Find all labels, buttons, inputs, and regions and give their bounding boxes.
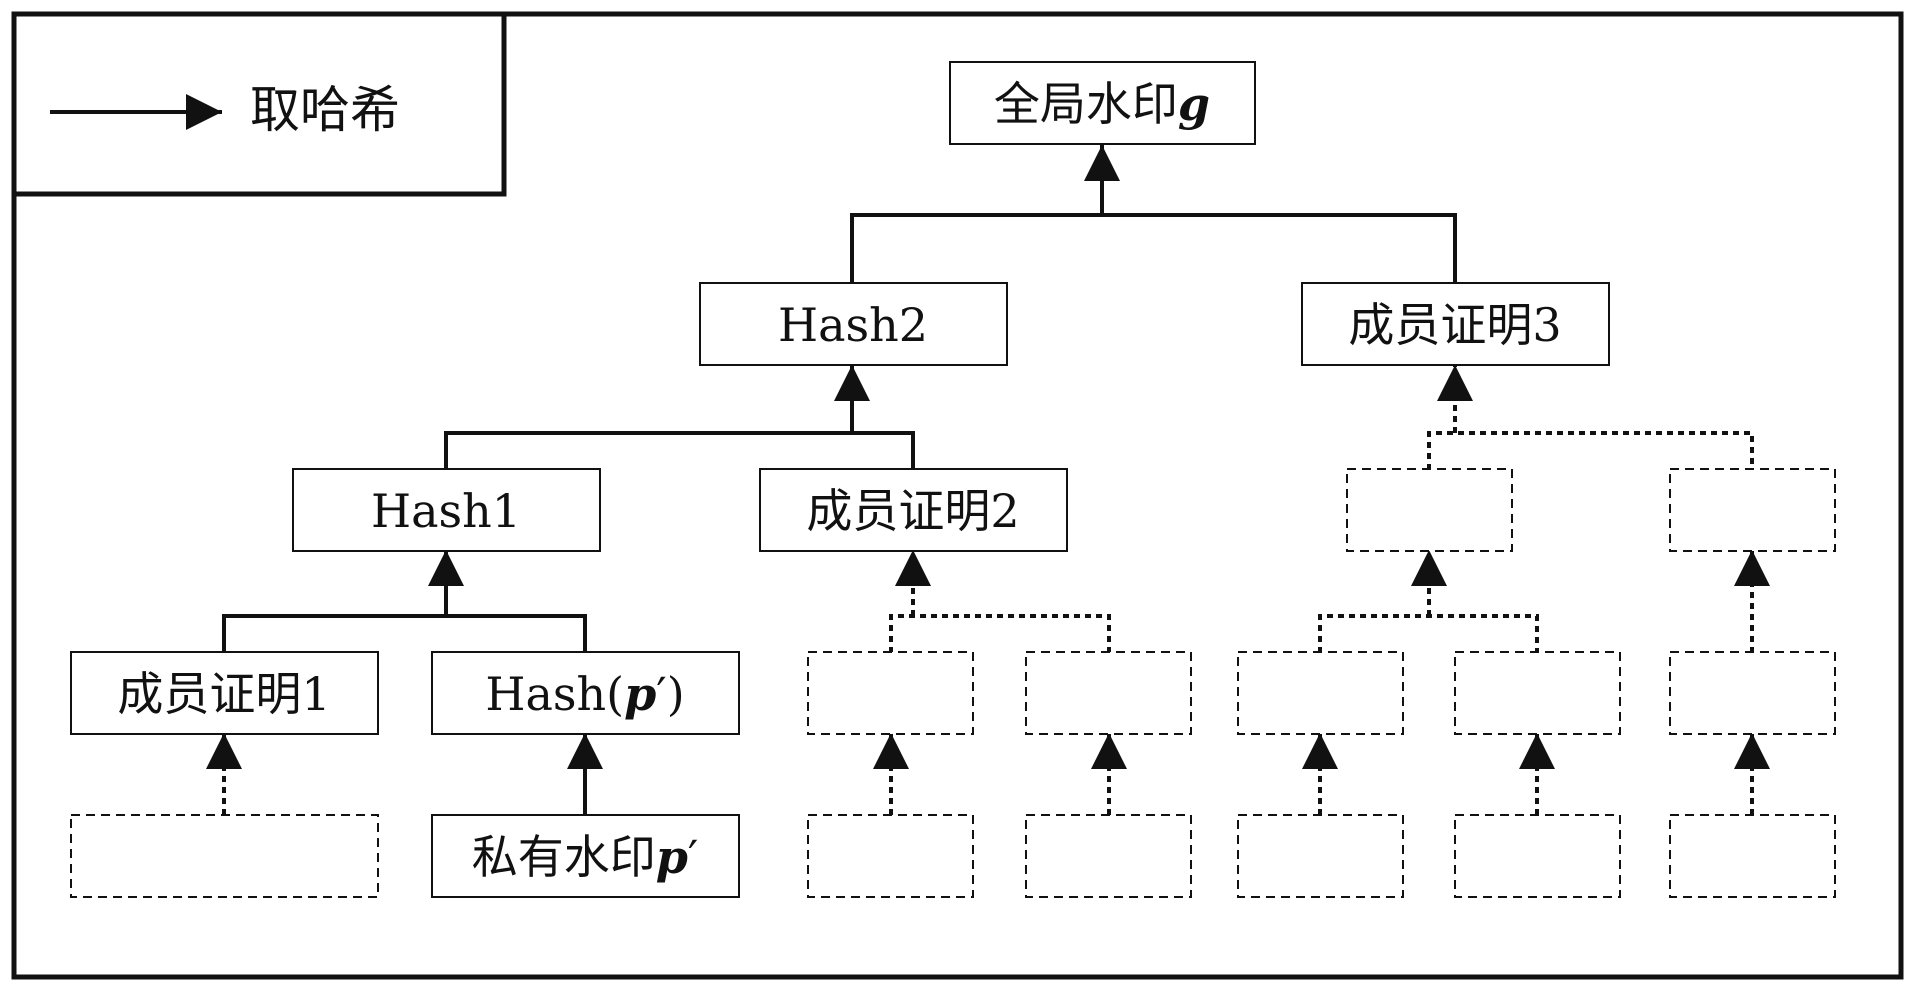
node-global-box bbox=[949, 61, 1256, 145]
placeholder-node bbox=[1237, 651, 1404, 735]
placeholder-node bbox=[1669, 468, 1836, 552]
solid-nodes bbox=[70, 61, 1610, 898]
placeholder-node bbox=[70, 814, 379, 898]
node-member3-box bbox=[1301, 282, 1610, 366]
node-member3-label: 成员证明3 bbox=[1348, 298, 1561, 352]
placeholder-node bbox=[1237, 814, 1404, 898]
placeholder-node bbox=[1454, 814, 1621, 898]
var-p: p bbox=[624, 667, 656, 721]
connector-member2 bbox=[889, 614, 1111, 653]
connector-top bbox=[850, 213, 1457, 282]
placeholder-node bbox=[1454, 651, 1621, 735]
node-hash2-box bbox=[699, 282, 1008, 366]
var-g: g bbox=[1178, 77, 1210, 131]
placeholder-node bbox=[1669, 651, 1836, 735]
outer-frame bbox=[11, 11, 1904, 980]
node-hash1-box bbox=[292, 468, 601, 552]
node-member2-box bbox=[759, 468, 1068, 552]
solid-connectors bbox=[222, 145, 1457, 815]
placeholder-node bbox=[1025, 814, 1192, 898]
dashed-connectors bbox=[206, 365, 1770, 815]
connector-hash1 bbox=[222, 614, 587, 653]
legend-label: 取哈希 bbox=[250, 81, 400, 139]
placeholder-node bbox=[807, 814, 974, 898]
placeholder-nodes bbox=[70, 468, 1836, 898]
node-private-box bbox=[431, 814, 740, 898]
node-global-label: 全局水印g bbox=[994, 77, 1210, 131]
node-hashp-box bbox=[431, 651, 740, 735]
connector-hash2 bbox=[444, 431, 915, 470]
node-member1-box bbox=[70, 651, 379, 735]
node-labels: 全局水印g Hash2 成员证明3 Hash1 成员证明2 成员证明1 Hash… bbox=[117, 77, 1561, 884]
legend: 取哈希 bbox=[11, 11, 507, 197]
placeholder-node bbox=[1346, 468, 1513, 552]
node-hash1-label: Hash1 bbox=[371, 484, 521, 538]
legend-box bbox=[11, 11, 507, 197]
node-member1-label: 成员证明1 bbox=[117, 667, 330, 721]
node-hashp-label: Hash(p′) bbox=[485, 667, 684, 721]
placeholder-node bbox=[1669, 814, 1836, 898]
node-hash2-label: Hash2 bbox=[778, 298, 928, 352]
connector-member3 bbox=[1427, 431, 1754, 470]
placeholder-node bbox=[807, 651, 974, 735]
node-private-label: 私有水印p′ bbox=[472, 830, 699, 884]
connector-d1 bbox=[1318, 614, 1539, 653]
var-p: p bbox=[656, 830, 688, 884]
node-member2-label: 成员证明2 bbox=[806, 484, 1019, 538]
placeholder-node bbox=[1025, 651, 1192, 735]
